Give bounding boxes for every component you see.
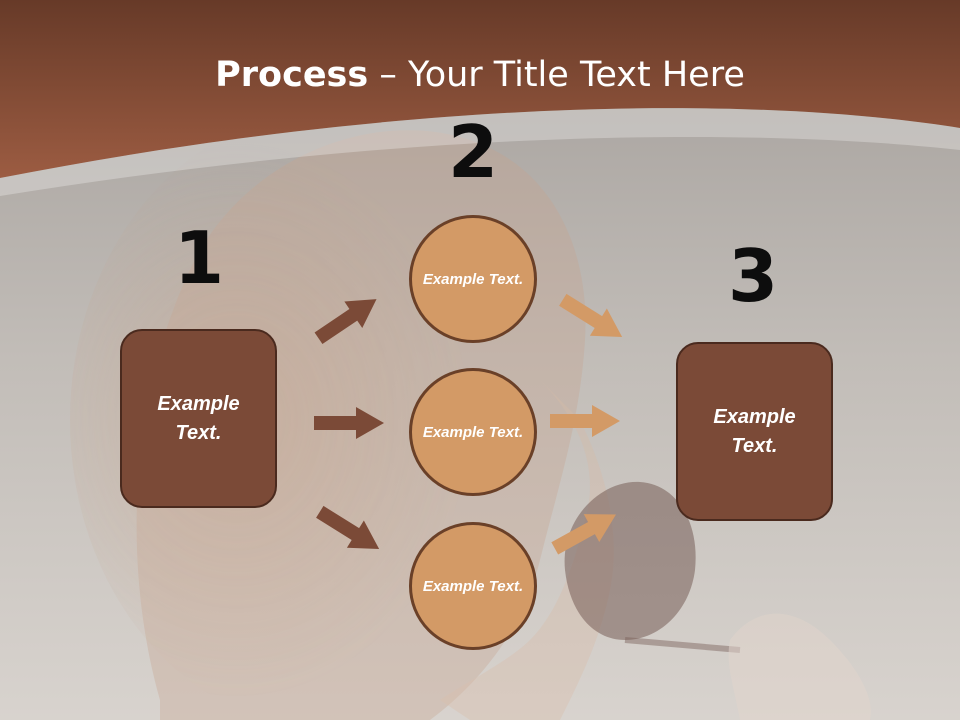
arrow-left-to-top [314, 299, 377, 345]
arrow-middle-to-right [550, 405, 620, 437]
arrow-left-to-bottom [316, 505, 380, 549]
slide-title: Process – Your Title Text Here [0, 52, 960, 98]
box-step-1-label: Example Text. [157, 392, 240, 444]
title-rest: – Your Title Text Here [368, 55, 745, 95]
circle-bottom: Example Text. [409, 522, 537, 650]
header-band [0, 0, 960, 178]
title-bold: Process [215, 55, 369, 95]
circle-top: Example Text. [409, 215, 537, 343]
step-number-3: 3 [727, 234, 779, 318]
box-step-3-label: Example Text. [713, 405, 796, 457]
circle-top-label: Example Text. [422, 270, 524, 288]
circle-bottom-label: Example Text. [422, 577, 524, 595]
arrow-bottom-to-right [551, 514, 616, 555]
box-step-1: Example Text. [120, 329, 277, 508]
circle-middle: Example Text. [409, 368, 537, 496]
step-number-1: 1 [173, 216, 225, 300]
step-number-2: 2 [447, 110, 499, 194]
header-swoosh [0, 108, 960, 196]
arrow-left-to-middle [314, 407, 384, 439]
arrow-top-to-right [559, 293, 623, 337]
box-step-3: Example Text. [676, 342, 833, 521]
circle-middle-label: Example Text. [422, 423, 524, 441]
